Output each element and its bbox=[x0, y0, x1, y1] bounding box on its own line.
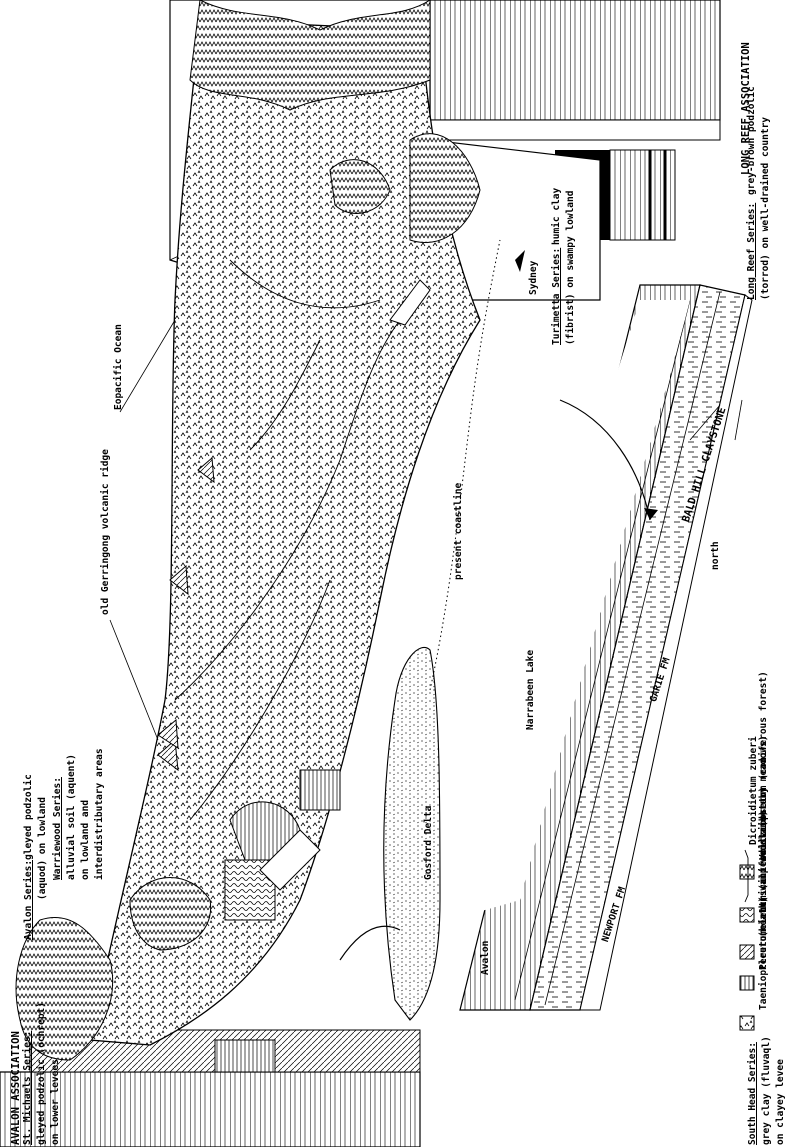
st-michaels-series-label: St. Michaels Series: bbox=[22, 1031, 33, 1145]
legend-swatch-swamp bbox=[740, 908, 754, 922]
legend-text-heath: (heath) bbox=[758, 897, 769, 937]
legend-swatches bbox=[740, 850, 754, 1030]
long-reef-desc: grey-brown podzolic bbox=[746, 86, 757, 195]
long-reef-series-label: Long Reef Series: bbox=[746, 203, 757, 300]
avalon-label: Avalon bbox=[480, 941, 491, 975]
legend-swatch-meadow bbox=[740, 976, 754, 990]
avalon-series-desc-2: (aquod) on lowland bbox=[37, 797, 48, 900]
legend-swatch-forest bbox=[740, 865, 754, 879]
present-coastline-label: present coastline bbox=[453, 483, 464, 580]
avalon-series-label: Avalon Series: bbox=[23, 860, 34, 940]
warriewood-desc-3: interdistributary areas bbox=[94, 748, 105, 880]
legend-swatch-scrub bbox=[740, 1016, 754, 1030]
legend-text-forest: Voltziopsetum (coniferous forest) bbox=[758, 671, 769, 860]
avalon-association-title: AVALON ASSOCIATION bbox=[10, 1031, 22, 1145]
turimetta-series-label: Turimetta Series: bbox=[551, 248, 562, 345]
sydney-label: Sydney bbox=[528, 261, 539, 295]
old-gerringong-label: old Gerringong volcanic ridge bbox=[100, 449, 111, 615]
warriewood-desc-1: alluvial soil (aquent) bbox=[66, 754, 77, 880]
legend-swatch-heath bbox=[740, 945, 754, 959]
turimetta-desc-2: (fibrist) on swampy lowland bbox=[565, 191, 576, 345]
warriewood-series-label: Warriewood Series: bbox=[52, 777, 63, 880]
gosford-delta-label: Gosford Delta bbox=[423, 806, 434, 880]
south-head-series-label: South Head Series: bbox=[747, 1042, 758, 1145]
st-michaels-desc-2: on lower levees bbox=[50, 1059, 61, 1145]
eopacific-ocean-label: Eopacific Ocean bbox=[113, 324, 124, 410]
turimetta-desc: humic clay bbox=[551, 188, 562, 245]
legend-brace-label: Dicroidietum zuberi bbox=[748, 736, 759, 845]
north-label: north bbox=[710, 541, 721, 570]
narrabeen-lake-label: Narrabeen Lake bbox=[525, 650, 536, 730]
south-head-desc-2: on clayey levee bbox=[775, 1059, 786, 1145]
avalon-series-desc: gleyed podzolic bbox=[23, 774, 34, 860]
long-reef-desc-2: (torrod) on well-drained country bbox=[760, 117, 771, 300]
st-michaels-desc-1: gleyed podzolic (ochrept) bbox=[36, 1002, 47, 1145]
south-head-desc-1: grey clay (fluvaql) bbox=[761, 1036, 772, 1145]
warriewood-desc-2: on lowland and bbox=[80, 800, 91, 880]
